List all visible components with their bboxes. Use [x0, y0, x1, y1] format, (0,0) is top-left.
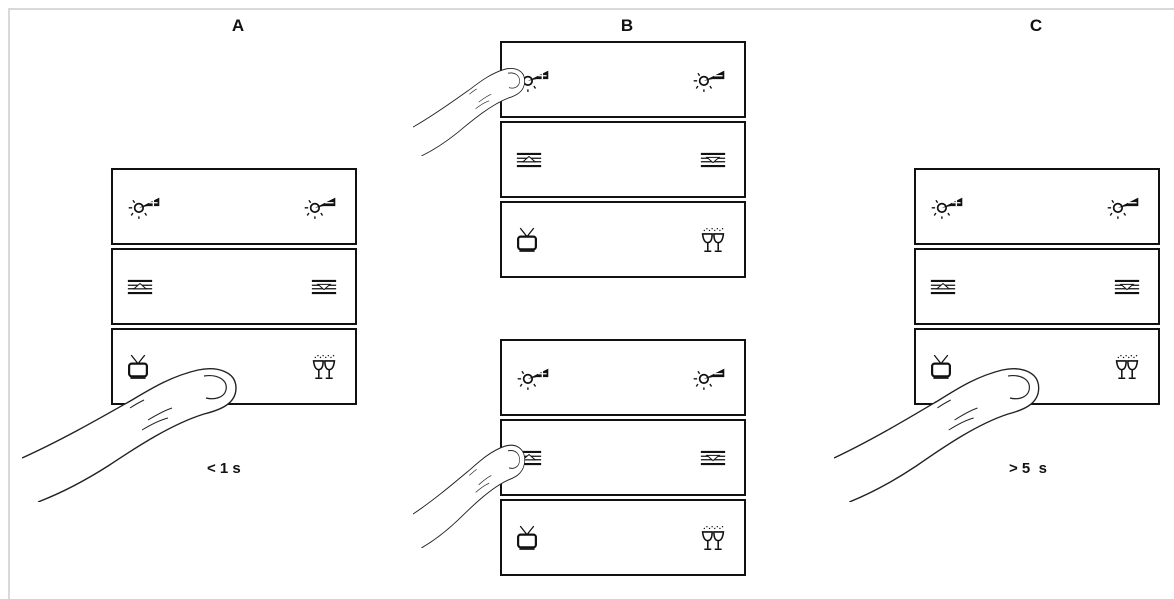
key-blinds[interactable] — [500, 419, 746, 496]
light-minus-icon — [1106, 195, 1140, 219]
panel-label-c: C — [1029, 16, 1043, 35]
tv-icon — [127, 353, 149, 381]
blinds-down-icon — [311, 279, 337, 295]
keypad-b-bottom — [500, 339, 746, 579]
champagne-glasses-icon — [311, 353, 337, 381]
light-plus-icon — [127, 195, 161, 219]
panel-label-a: A — [231, 16, 245, 35]
panel-label-b: B — [620, 16, 634, 35]
blinds-up-icon — [930, 279, 956, 295]
key-light[interactable] — [500, 41, 746, 118]
key-blinds[interactable] — [500, 121, 746, 198]
tv-icon — [930, 353, 952, 381]
tv-icon — [516, 226, 538, 254]
key-light[interactable] — [500, 339, 746, 416]
diagram-frame — [8, 8, 1174, 599]
blinds-up-icon — [516, 450, 542, 466]
keypad-c — [914, 168, 1160, 408]
light-minus-icon — [692, 366, 726, 390]
light-plus-icon — [516, 68, 550, 92]
key-scene[interactable] — [500, 201, 746, 278]
light-plus-icon — [930, 195, 964, 219]
key-blinds[interactable] — [914, 248, 1160, 325]
caption-a: < 1 s — [207, 460, 241, 477]
key-blinds[interactable] — [111, 248, 357, 325]
champagne-glasses-icon — [700, 524, 726, 552]
blinds-up-icon — [127, 279, 153, 295]
champagne-glasses-icon — [700, 226, 726, 254]
key-scene[interactable] — [111, 328, 357, 405]
blinds-up-icon — [516, 152, 542, 168]
key-scene[interactable] — [914, 328, 1160, 405]
light-minus-icon — [692, 68, 726, 92]
key-light[interactable] — [914, 168, 1160, 245]
tv-icon — [516, 524, 538, 552]
keypad-a — [111, 168, 357, 408]
key-scene[interactable] — [500, 499, 746, 576]
blinds-down-icon — [700, 152, 726, 168]
blinds-down-icon — [700, 450, 726, 466]
key-light[interactable] — [111, 168, 357, 245]
light-minus-icon — [303, 195, 337, 219]
light-plus-icon — [516, 366, 550, 390]
champagne-glasses-icon — [1114, 353, 1140, 381]
keypad-b-top — [500, 41, 746, 281]
caption-c: > 5 s — [1009, 460, 1047, 477]
blinds-down-icon — [1114, 279, 1140, 295]
